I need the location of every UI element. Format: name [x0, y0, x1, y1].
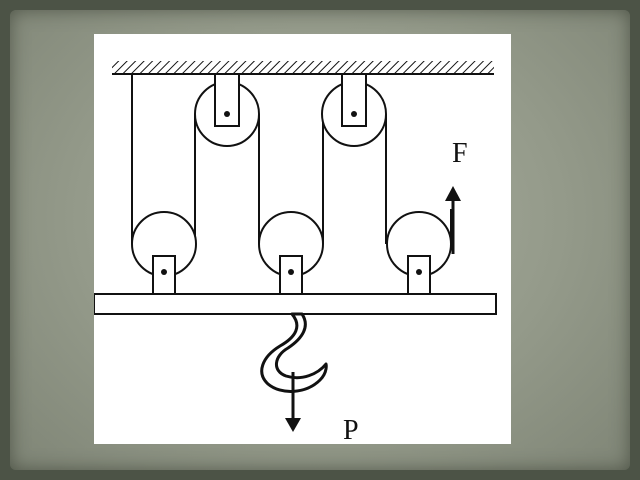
force-arrow: [445, 186, 461, 254]
pulley-bracket: [214, 73, 240, 127]
pulley-axle: [351, 111, 357, 117]
force-arrow-head: [445, 186, 461, 201]
diagram-canvas: F P: [94, 34, 511, 444]
movable-pulley: [131, 211, 197, 296]
pulley-bracket: [341, 73, 367, 127]
pulley-axle: [288, 269, 294, 275]
pulley-axle: [161, 269, 167, 275]
fixed-pulley: [194, 73, 260, 147]
load-label: P: [343, 415, 359, 444]
hook: [260, 312, 328, 393]
load-arrow-head: [285, 418, 301, 432]
pulley-bracket: [152, 255, 176, 296]
movable-pulley: [386, 211, 452, 296]
fixed-pulley: [321, 73, 387, 147]
movable-pulley: [258, 211, 324, 296]
pulley-system-diagram: F P: [94, 61, 497, 444]
ceiling-hatch: [112, 61, 494, 73]
pulley-bracket: [279, 255, 303, 296]
force-label: F: [452, 138, 468, 169]
ceiling: [112, 61, 494, 75]
load-arrow: [285, 372, 301, 432]
load-beam: [94, 293, 497, 315]
pulley-bracket: [407, 255, 431, 296]
hook-shape: [260, 312, 328, 393]
pulley-axle: [416, 269, 422, 275]
rope: [131, 74, 452, 244]
pulley-axle: [224, 111, 230, 117]
